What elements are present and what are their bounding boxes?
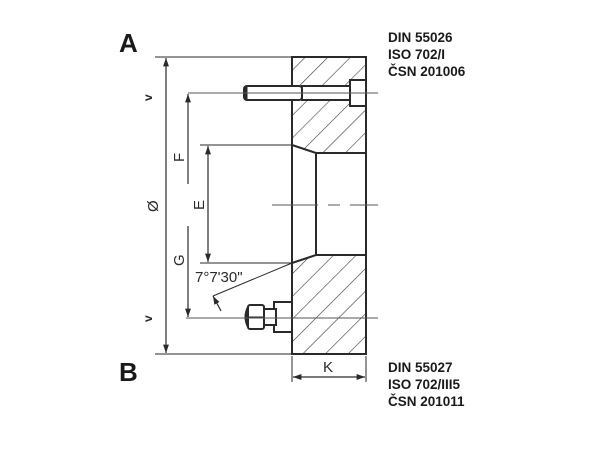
view-a-label: A [119,28,138,58]
center-lines [186,92,378,319]
standard-din: DIN 55027 [388,360,453,375]
standard-csn: ČSN 201006 [388,64,466,79]
f-label: F [171,153,188,162]
bolt-circle-dimension: F G [171,94,191,317]
standards-top: DIN 55026 ISO 702/I ČSN 201006 [388,29,465,80]
angle-dimension: 7°7'30" [195,262,293,312]
k-label: K [323,359,333,376]
extension-lines [155,56,367,382]
diameter-dimension: Ø [145,58,169,353]
standard-iso: ISO 702/III5 [388,377,461,392]
angle-label: 7°7'30" [195,269,243,286]
e-dimension: E [191,146,211,262]
bottom-stud [244,301,293,333]
g-label: G [171,254,188,266]
e-label: E [191,200,208,210]
marker-top: v [141,94,155,101]
standard-csn: ČSN 201011 [388,394,465,409]
marker-bottom: v [141,315,155,322]
standard-din: DIN 55026 [388,30,453,45]
k-dimension: K [293,359,365,380]
diameter-label: Ø [145,200,162,212]
view-b-label: B [119,357,138,387]
standards-bottom: DIN 55027 ISO 702/III5 ČSN 201011 [388,359,465,410]
standard-iso: ISO 702/I [388,47,446,62]
flange-body [291,56,367,355]
